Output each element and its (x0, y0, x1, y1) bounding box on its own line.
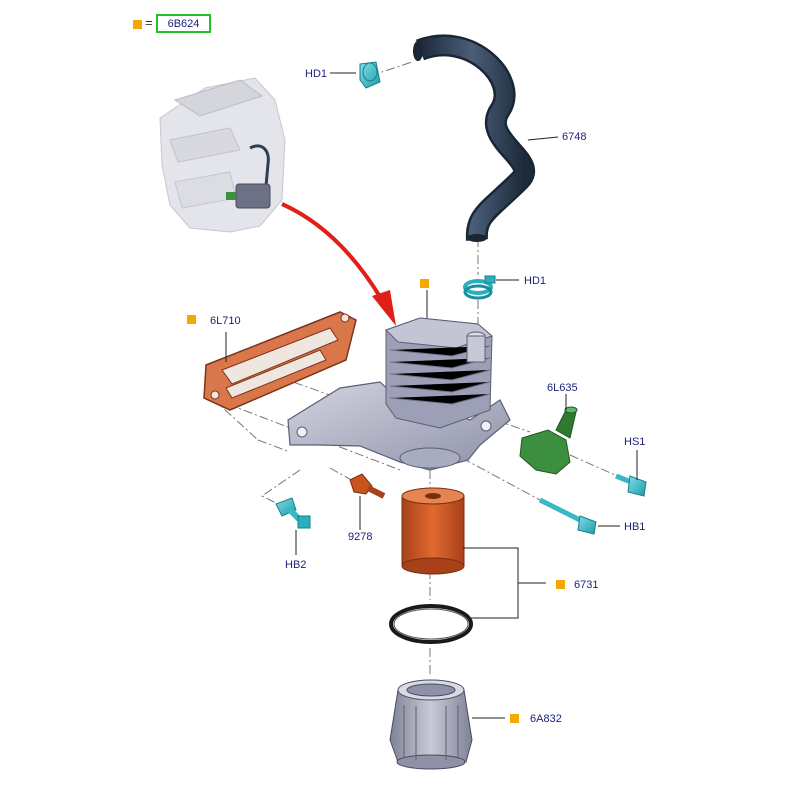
label-6l710: 6L710 (210, 315, 241, 327)
label-6a832: 6A832 (530, 713, 562, 725)
o-ring (389, 604, 473, 644)
oil-filter-element (401, 487, 465, 575)
gasket (203, 311, 357, 411)
legend-part-number: 6B624 (167, 17, 200, 30)
legend-marker-svg (133, 20, 142, 29)
service-markers (133, 20, 565, 723)
bolt-hb2 (275, 497, 311, 529)
assembly-lines (211, 61, 616, 676)
marker-housing (420, 279, 429, 288)
oil-filter-housing (287, 317, 511, 471)
label-9278: 9278 (348, 531, 372, 543)
label-hd1-middle: HD1 (524, 275, 546, 287)
marker-gasket (187, 315, 196, 324)
label-6748: 6748 (562, 131, 586, 143)
label-hs1: HS1 (624, 436, 645, 448)
bolt-hb1 (538, 497, 597, 535)
label-6l635: 6L635 (547, 382, 578, 394)
pressure-sensor (349, 473, 386, 499)
legend-part-box: 6B624 (156, 14, 211, 33)
marker-cap (510, 714, 519, 723)
label-6731: 6731 (574, 579, 598, 591)
hose-clamp-top (359, 61, 381, 89)
filter-cap (389, 679, 473, 770)
label-hb1: HB1 (624, 521, 645, 533)
location-arrow (281, 202, 396, 326)
part-labels: HD1 6748 HD1 6L710 6L635 HS1 HB1 HB2 927… (210, 68, 645, 725)
legend-equals: = (145, 15, 153, 30)
marker-filter (556, 580, 565, 589)
coolant-connector (519, 406, 578, 475)
coolant-hose (413, 34, 535, 242)
hose-clamp-middle (463, 275, 496, 300)
engine-inset (159, 77, 286, 233)
label-hd1-top: HD1 (305, 68, 327, 80)
leader-lines (225, 72, 638, 719)
label-hb2: HB2 (285, 559, 306, 571)
bolt-hs1 (615, 473, 647, 497)
